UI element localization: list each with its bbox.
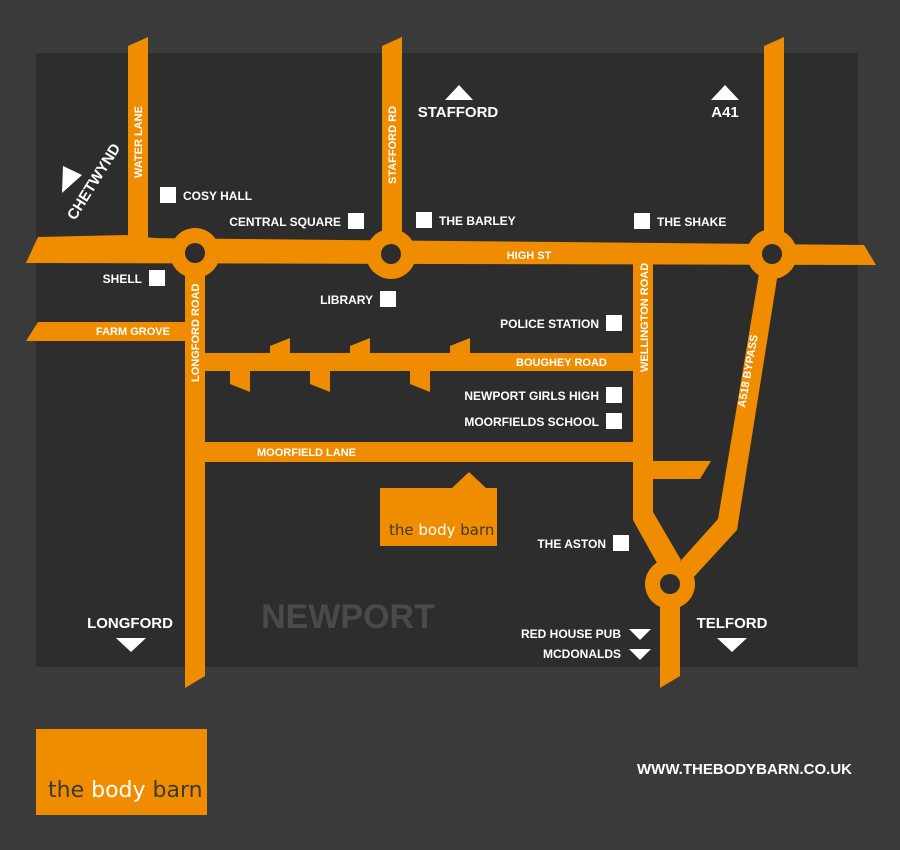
label-water-lane: WATER LANE — [133, 106, 145, 178]
road-high-st — [26, 237, 876, 265]
road-stub — [230, 371, 250, 392]
road-wellington-road — [633, 262, 681, 572]
marker-square-icon — [348, 213, 364, 229]
road-boughey-road — [195, 353, 640, 371]
body-barn-location-marker: the body barn — [380, 472, 497, 546]
place-moorfields-school: MOORFIELDS SCHOOL — [464, 415, 599, 429]
marker-square-icon — [606, 413, 622, 429]
road-stub — [310, 371, 330, 392]
label-boughey-road: BOUGHEY ROAD — [516, 357, 607, 369]
road-a41 — [764, 37, 784, 250]
road-water-lane — [128, 37, 148, 245]
arrow-up-icon — [445, 85, 473, 100]
brand-logo: the body barn — [36, 729, 207, 815]
arrow-down-icon — [629, 649, 651, 660]
road-stub — [410, 371, 430, 392]
place-shell: SHELL — [103, 272, 142, 286]
direction-stafford: STAFFORD — [418, 104, 499, 121]
road-moorfield-lane — [195, 442, 650, 462]
label-high-st: HIGH ST — [507, 250, 552, 262]
marker-square-icon — [606, 387, 622, 403]
road-stub — [645, 461, 711, 479]
place-the-shake: THE SHAKE — [657, 215, 726, 229]
place-mcdonalds: MCDONALDS — [543, 647, 621, 661]
road-stub — [450, 338, 470, 353]
place-newport-girls-high: NEWPORT GIRLS HIGH — [464, 389, 599, 403]
website-link[interactable]: WWW.THEBODYBARN.CO.UK — [637, 761, 852, 778]
arrow-up-left-icon — [62, 166, 82, 193]
marker-square-icon — [160, 187, 176, 203]
place-cosy-hall: COSY HALL — [183, 189, 252, 203]
direction-longford: LONGFORD — [87, 615, 173, 632]
marker-square-icon — [606, 315, 622, 331]
arrow-down-icon — [629, 629, 651, 640]
marker-square-icon — [416, 212, 432, 228]
road-stafford-rd — [382, 37, 402, 250]
area-label-newport: NEWPORT — [261, 598, 435, 636]
marker-square-icon — [380, 291, 396, 307]
arrow-up-icon — [711, 85, 739, 100]
road-network — [26, 37, 876, 688]
place-markers: COSY HALL CENTRAL SQUARE THE BARLEY THE … — [103, 187, 726, 661]
marker-square-icon — [634, 213, 650, 229]
arrow-down-icon — [116, 638, 146, 652]
road-stub — [270, 338, 290, 353]
place-the-aston: THE ASTON — [537, 537, 606, 551]
label-farm-grove: FARM GROVE — [96, 326, 170, 338]
label-longford-road: LONGFORD ROAD — [190, 284, 202, 382]
label-stafford-rd: STAFFORD RD — [387, 106, 399, 184]
marker-brand-text: the body barn — [389, 521, 494, 539]
brand-logo-text: the body barn — [48, 778, 203, 803]
marker-square-icon — [613, 535, 629, 551]
direction-telford: TELFORD — [697, 615, 768, 632]
place-the-barley: THE BARLEY — [439, 214, 516, 228]
label-wellington-road: WELLINGTON ROAD — [639, 263, 651, 372]
arrow-down-icon — [717, 638, 747, 652]
place-red-house-pub: RED HOUSE PUB — [521, 627, 621, 641]
marker-square-icon — [149, 270, 165, 286]
road-stub — [350, 338, 370, 353]
road-farm-grove — [26, 322, 190, 341]
place-central-square: CENTRAL SQUARE — [229, 215, 341, 229]
place-library: LIBRARY — [320, 293, 373, 307]
label-moorfield-lane: MOORFIELD LANE — [257, 447, 356, 459]
road-a518-bypass — [665, 256, 780, 592]
road-chetwynd-spur — [30, 235, 194, 262]
direction-a41: A41 — [711, 104, 739, 121]
place-police-station: POLICE STATION — [500, 317, 599, 331]
roundabouts — [170, 228, 797, 609]
